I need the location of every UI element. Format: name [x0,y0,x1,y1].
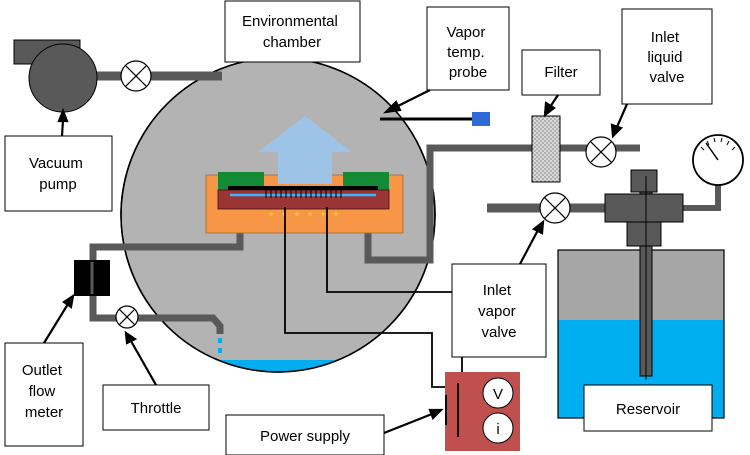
reservoir-fitting [604,169,684,380]
ammeter-icon: i [482,412,514,444]
label-filter: Filter [544,64,577,81]
label-power-supply: Power supply [260,428,351,445]
callout-arrows [43,89,629,435]
outlet-drips [218,338,222,353]
vapor-flow-arrow [258,116,352,184]
substrate [217,189,390,210]
vacuum-valve-icon [120,60,152,92]
filter-icon [531,115,561,183]
liquid-inlet-line [364,144,640,264]
label-vacuum-pump: Vacuum pump [29,155,87,193]
test-section [205,172,404,234]
liquid-valve-icon [585,136,617,168]
battery-icon [445,383,459,437]
vacuum-pump-icon [13,39,98,113]
label-boxes [4,0,713,455]
vapor-probe-icon [380,112,490,126]
chamber-water [121,360,435,372]
green-pad-right [343,172,389,190]
throttle-valve-icon [115,305,139,329]
outlet-line [89,200,244,334]
ammeter-label: i [496,421,499,438]
voltmeter-label: V [493,386,503,403]
label-vapor-temp-probe: Vapor temp. probe [446,24,489,81]
label-inlet-liquid-valve: Inlet liquid valve [647,29,686,86]
flow-meter-icon [74,260,110,296]
label-reservoir: Reservoir [616,401,680,418]
label-throttle: Throttle [131,400,182,417]
green-pad-left [218,172,264,190]
label-inlet-vapor-valve: Inlet vapor valve [478,282,520,341]
label-outlet-flow-meter: Outlet flow meter [22,362,66,421]
label-environmental-chamber: Environmental chamber [242,13,342,51]
vapor-valve-icon [539,192,571,224]
voltmeter-icon: V [482,377,514,409]
pressure-gauge-icon [692,134,744,186]
